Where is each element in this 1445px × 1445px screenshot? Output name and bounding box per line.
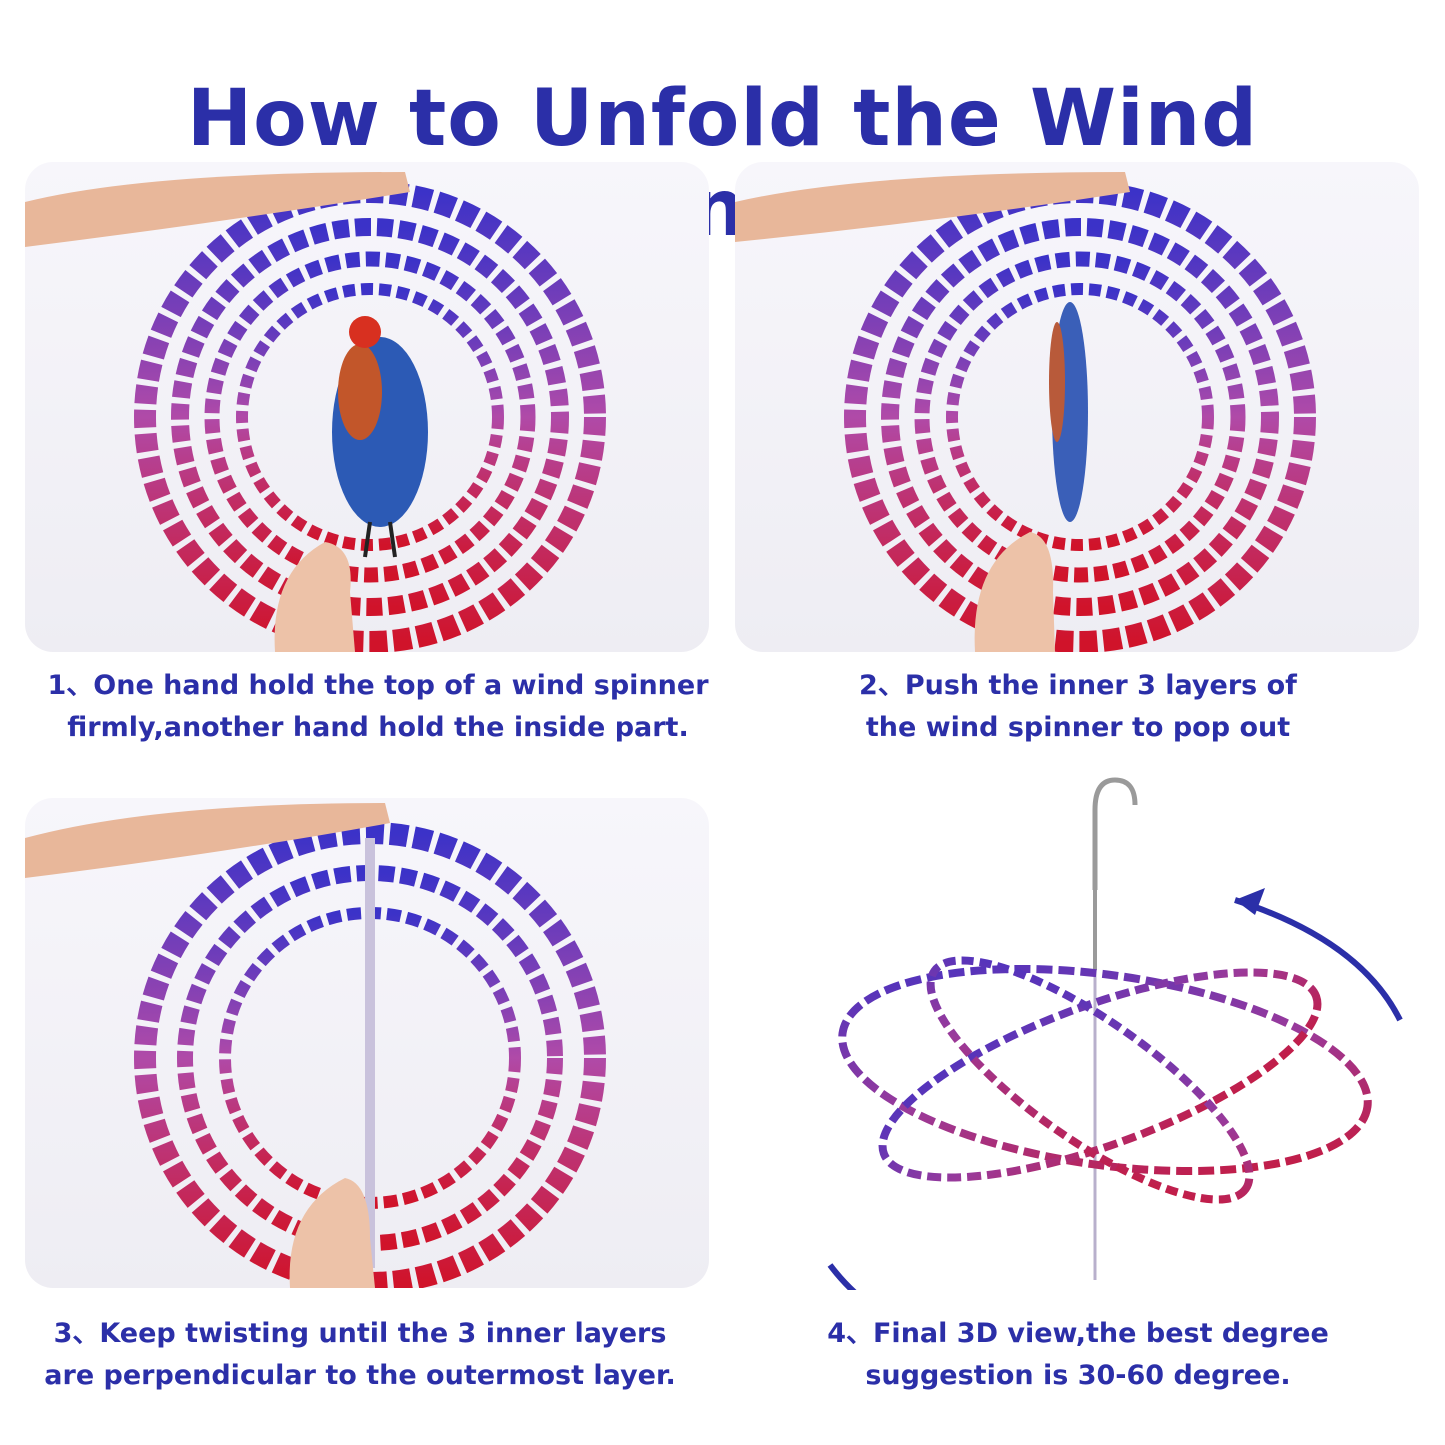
hand-top xyxy=(25,172,410,247)
rotate-arrow-bottom xyxy=(827,1263,1001,1344)
step-1-photo xyxy=(25,162,709,652)
rotate-arrow-top xyxy=(1234,897,1403,1022)
step-4-caption: 4、Final 3D view,the best degree suggesti… xyxy=(827,1318,1329,1391)
step-1-caption: 1、One hand hold the top of a wind spinne… xyxy=(47,670,709,743)
step-3-caption: 3、Keep twisting until the 3 inner layers… xyxy=(44,1318,676,1391)
hand-bottom xyxy=(289,1178,375,1288)
hand-bottom xyxy=(974,532,1055,652)
step-2-caption: 2、Push the inner 3 layers of the wind sp… xyxy=(859,670,1297,743)
unfolded-layers xyxy=(838,956,1372,1204)
step-2-photo xyxy=(735,162,1419,652)
hand-top xyxy=(25,803,390,878)
hook xyxy=(1092,777,1138,890)
step-4-photo xyxy=(760,770,1445,1344)
rooster-side-view xyxy=(1049,302,1088,522)
hand-bottom xyxy=(274,542,355,652)
step-3-photo xyxy=(25,798,709,1288)
rotate-arrow-top-head xyxy=(1235,888,1265,915)
rooster-illustration xyxy=(332,316,428,558)
hand-top xyxy=(735,172,1130,242)
